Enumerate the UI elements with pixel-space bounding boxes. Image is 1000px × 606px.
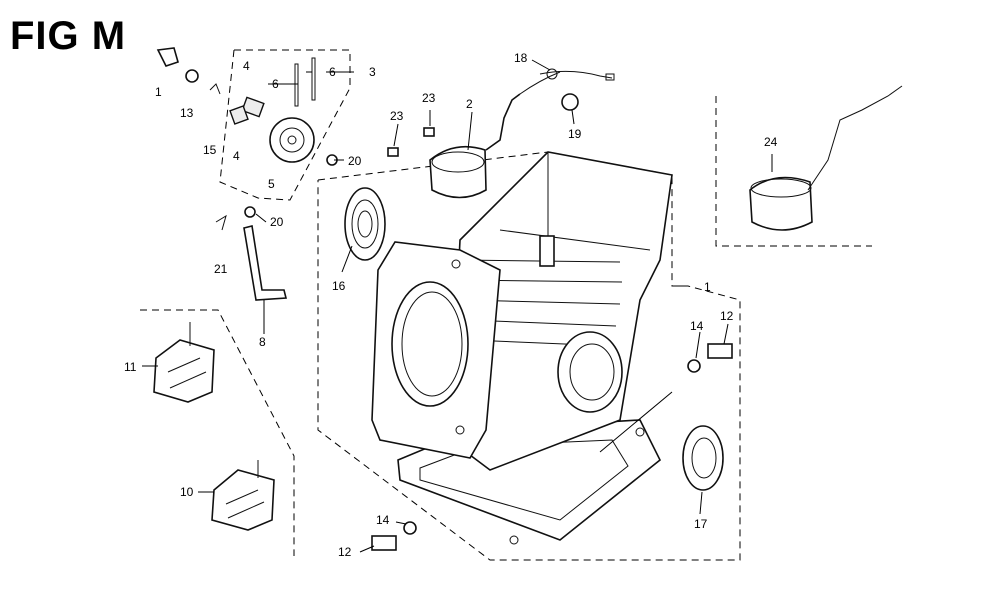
group-boundary-oil-pump [219,49,351,201]
bolt-part-23a [423,127,435,137]
clip-part-21 [215,214,227,231]
callout-8: 8 [259,335,266,349]
dipstick-part-8 [243,225,288,301]
bolt-part-12b [371,535,397,551]
oil-seal-part-17 [682,425,724,491]
washer-part-14a [687,359,701,373]
washer-part-13 [185,69,199,83]
crankcase-part-1 [371,151,673,545]
callout-16: 16 [332,279,346,293]
nut-part-20b [244,206,256,218]
callout-13: 13 [180,106,194,120]
callout-15: 15 [203,143,217,157]
callout-labels: 1 13 15 4 6 6 3 4 5 20 20 21 8 11 10 16 … [124,51,778,559]
callout-5: 5 [268,177,275,191]
callout-11: 11 [124,360,137,374]
governor-assembly-part-3 [229,57,316,163]
nut-part-19 [561,93,579,111]
harness-part-18 [539,68,615,81]
leader-lines [142,59,773,553]
breather-part-2 [429,71,561,199]
callout-19: 19 [568,127,582,141]
callout-4b: 4 [233,149,240,163]
callout-2: 2 [466,97,473,111]
figure-title: FIG M [10,14,127,58]
callout-17: 17 [694,517,708,531]
bolt-part-7 [156,47,179,67]
callout-14b: 14 [376,513,390,527]
oil-alert-part-24 [749,85,903,231]
group-boundary-oil-alert [715,96,872,247]
callout-23a: 23 [390,109,404,123]
callout-12a: 12 [720,309,734,323]
bearing-part-16 [344,187,386,261]
callout-12b: 12 [338,545,352,559]
callout-21: 21 [214,262,228,276]
callout-6b: 6 [329,65,336,79]
callout-18: 18 [514,51,528,65]
callout-4a: 4 [243,59,250,73]
clip-part-15 [209,83,221,95]
callout-7: 1 [155,85,162,99]
washer-part-14b [403,521,417,535]
callout-20b: 20 [270,215,284,229]
mount-part-10 [211,460,275,531]
callout-20a: 20 [348,154,362,168]
bolt-part-12a [707,343,733,359]
mount-part-11 [153,322,215,403]
callout-6a: 6 [272,77,279,91]
group-boundary-mounts [140,309,295,556]
callout-1: 1 [704,280,711,294]
callout-10: 10 [180,485,194,499]
callout-3: 3 [369,65,376,79]
callout-14a: 14 [690,319,704,333]
bolt-part-23b [387,147,399,157]
callout-24: 24 [764,135,778,149]
callout-23b: 23 [422,91,436,105]
